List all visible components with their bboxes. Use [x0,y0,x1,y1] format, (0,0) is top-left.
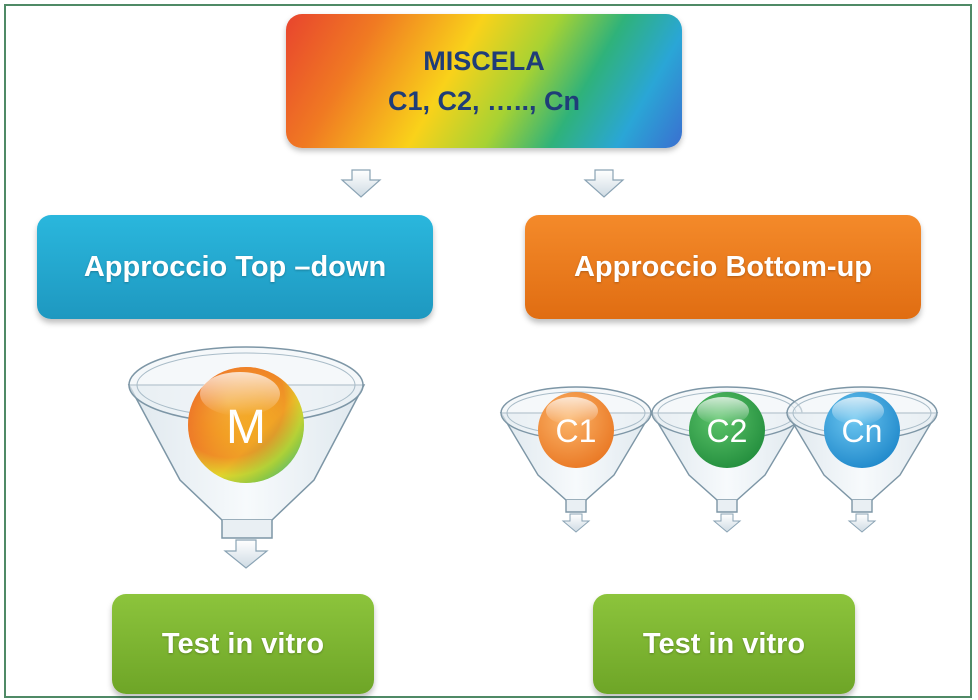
mixture-ball: M [188,367,304,483]
down-arrow-icon [223,539,269,569]
test-in-vitro-right-box: Test in vitro [593,594,855,694]
down-arrow-icon [712,513,742,533]
component-ball-label: C2 [707,413,748,449]
down-arrow-icon [561,513,591,533]
down-arrow-icon [847,513,877,533]
mixture-components: C1, C2, ….., Cn [387,86,581,116]
mixture-title: MISCELA [423,46,545,76]
component-ball-label: C1 [556,413,597,449]
component-ball-label: Cn [842,413,883,449]
test-in-vitro-right-label: Test in vitro [642,627,806,660]
test-in-vitro-left-box: Test in vitro [112,594,374,694]
component-ball-c2: C2 [689,392,765,468]
down-arrow-icon [340,169,382,198]
component-ball-cn: Cn [824,392,900,468]
component-ball-c1: C1 [538,392,614,468]
top-down-label: Approccio Top –down [83,250,387,283]
down-arrow-icon [583,169,625,198]
bottom-up-approach-box: Approccio Bottom-up [525,215,921,319]
mixture-box: MISCELA C1, C2, ….., Cn [286,14,682,148]
top-down-approach-box: Approccio Top –down [37,215,433,319]
bottom-up-label: Approccio Bottom-up [573,250,872,283]
test-in-vitro-left-label: Test in vitro [161,627,325,660]
mixture-ball-label: M [226,401,266,454]
